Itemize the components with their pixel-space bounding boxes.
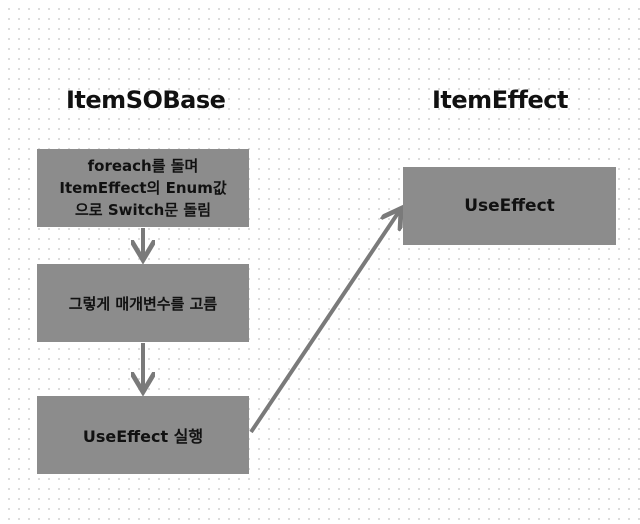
- itemeffect-heading: ItemEffect: [432, 86, 568, 114]
- foreach-line-2: ItemEffect의 Enum값: [59, 179, 227, 197]
- useeffect-label: UseEffect: [464, 196, 555, 216]
- itemsobase-heading: ItemSOBase: [66, 86, 226, 114]
- foreach-switch-box: foreach를 돌며 ItemEffect의 Enum값 으로 Switch문…: [37, 149, 249, 227]
- select-parameter-box: 그렇게 매개변수를 고름: [37, 264, 249, 342]
- useeffect-box: UseEffect: [403, 167, 616, 245]
- run-useeffect-box: UseEffect 실행: [37, 396, 249, 474]
- select-parameter-label: 그렇게 매개변수를 고름: [68, 294, 218, 313]
- run-useeffect-label: UseEffect 실행: [82, 427, 204, 446]
- foreach-line-3: 으로 Switch문 돌림: [75, 201, 211, 219]
- foreach-line-1: foreach를 돌며: [87, 157, 199, 175]
- arrow-use-to-itemeffect: [249, 210, 400, 434]
